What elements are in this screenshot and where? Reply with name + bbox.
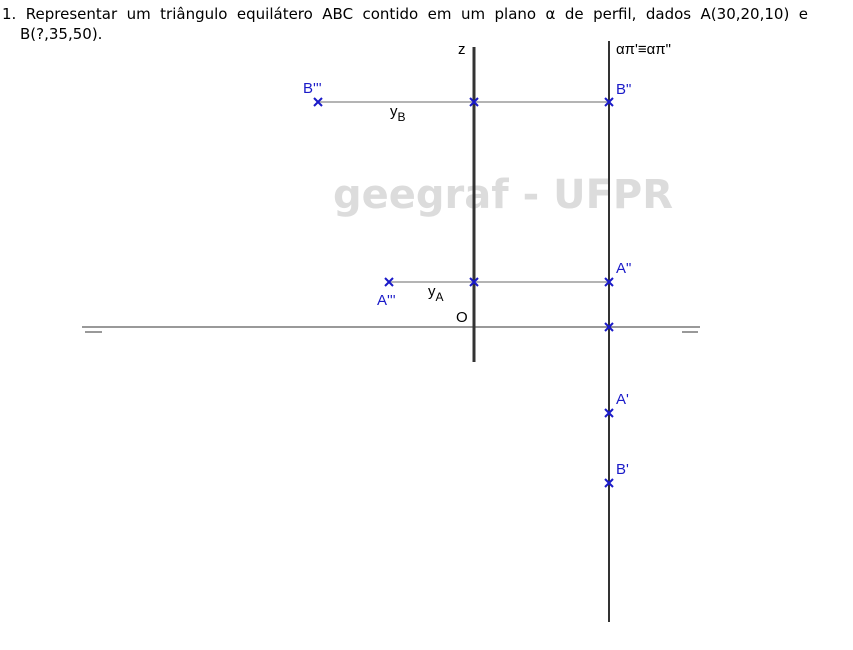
measure-yb: yB — [390, 103, 406, 124]
plane-ground-intersection-marker — [604, 322, 614, 332]
problem-statement: 1. Representar um triângulo equilátero A… — [2, 4, 808, 44]
statement-line-1: 1. Representar um triângulo equilátero A… — [2, 5, 808, 23]
label-b-first: B' — [616, 461, 629, 478]
label-a-first: A' — [616, 391, 629, 408]
origin-label: O — [456, 309, 468, 326]
label-a-second: A" — [616, 260, 631, 277]
point-a-first-projection-marker — [604, 408, 614, 418]
point-b-third-projection-marker — [313, 97, 323, 107]
point-a-z-axis-marker — [469, 277, 479, 287]
z-axis-label: z — [458, 41, 466, 58]
plane-label: απ'≡απ" — [616, 41, 671, 58]
point-a-third-projection-marker — [384, 277, 394, 287]
statement-line-2: B(?,35,50). — [20, 25, 103, 43]
point-b-z-axis-marker — [469, 97, 479, 107]
point-b-second-projection-marker — [604, 97, 614, 107]
watermark-text: geegraf - UFPR — [333, 172, 673, 218]
point-b-first-projection-marker — [604, 478, 614, 488]
point-a-second-projection-marker — [604, 277, 614, 287]
measure-ya: yA — [428, 283, 444, 304]
label-b-second: B" — [616, 81, 631, 98]
label-b-third: B''' — [303, 80, 322, 97]
label-a-third: A''' — [377, 292, 396, 309]
